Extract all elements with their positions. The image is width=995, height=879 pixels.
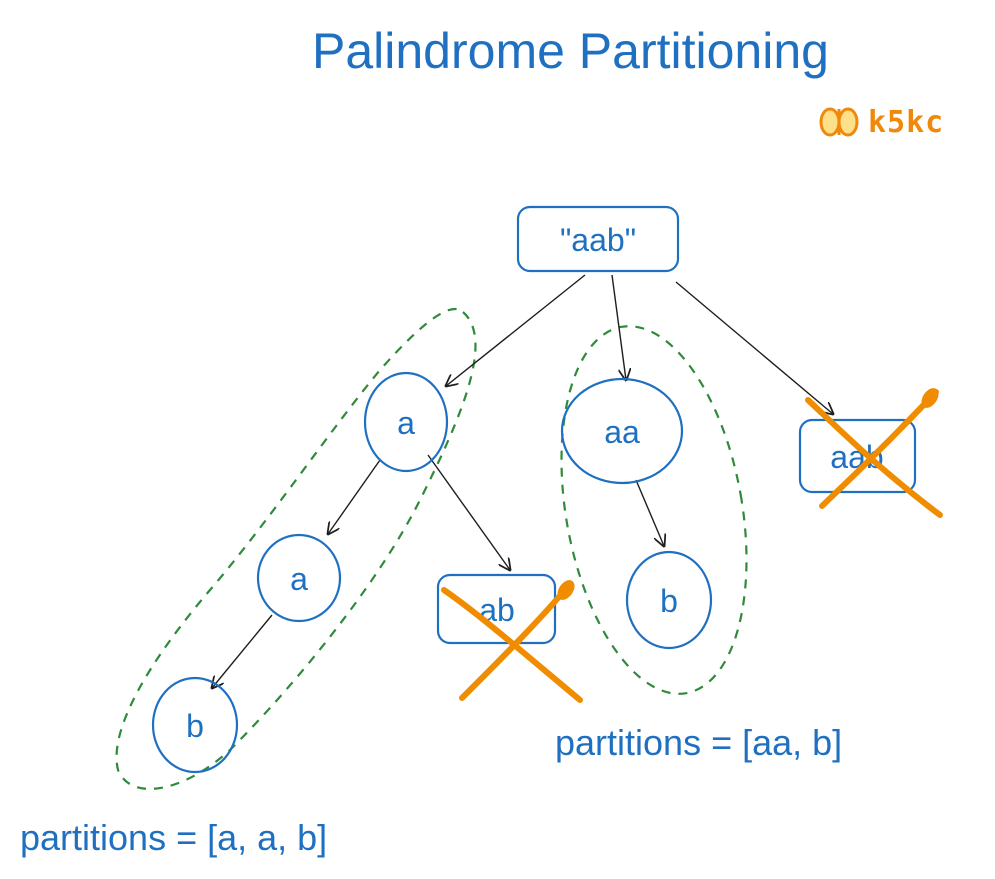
right-partition-group [560,325,748,695]
node-root-label: "aab" [560,222,636,258]
edge-root-a [446,274,586,386]
node-ab: ab [436,573,557,645]
butterfly-icon [819,107,859,137]
partition-label-right: partitions = [aa, b] [555,722,842,763]
edge-a-ab [427,454,510,570]
partition-label-left: partitions = [a, a, b] [20,817,327,858]
node-b2: b [625,550,713,650]
edge-root-aab [675,281,833,414]
node-root: "aab" [516,205,680,273]
node-aa-label: aa [604,414,640,450]
node-b1: b [151,676,239,774]
node-aa: aa [560,377,684,485]
left-partition-group [115,307,477,790]
edge-aa-b [635,479,664,546]
reject-mark-ab [441,580,583,703]
edge-a-a [328,459,381,534]
node-b2-label: b [660,583,678,619]
logo: k5kc [818,103,944,141]
node-a1-label: a [397,405,415,441]
logo-text: k5kc [868,104,945,140]
node-b1-label: b [186,708,204,744]
page-title: Palindrome Partitioning [312,23,829,79]
node-a2-label: a [290,561,308,597]
edge-root-aa [611,274,626,380]
reject-mark-aab [805,388,943,518]
node-a1: a [363,371,449,473]
node-a2: a [256,533,342,623]
edge-a-b [212,614,273,688]
